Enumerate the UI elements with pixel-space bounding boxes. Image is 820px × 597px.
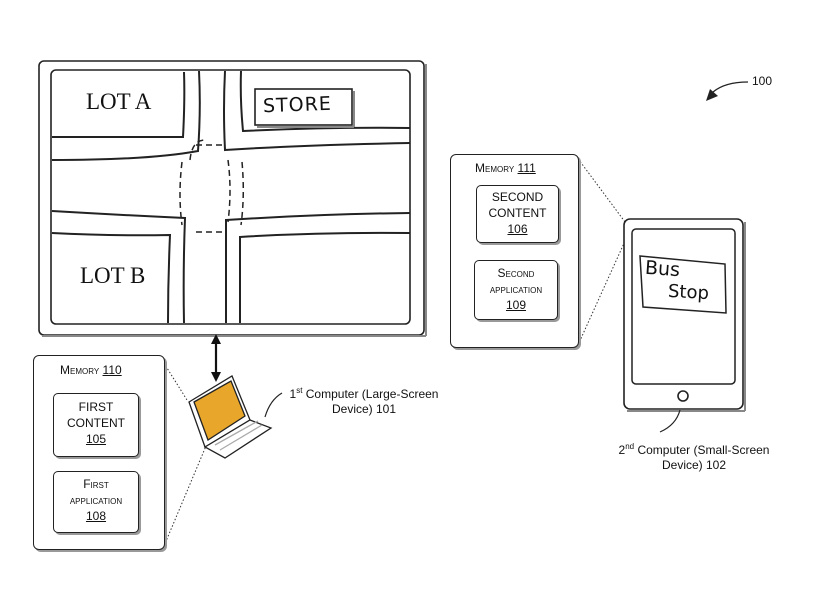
lot-a-label: LOT A: [86, 89, 152, 114]
second-content-ref: 106: [507, 222, 528, 236]
memory-110-box: Memory 110 FIRST CONTENT 105 First appli…: [33, 355, 165, 550]
stop-text: Stop: [667, 280, 710, 305]
memory-110-title: Memory 110: [60, 363, 122, 377]
first-content-line1: FIRST: [78, 400, 114, 414]
first-content-ref: 105: [85, 432, 107, 446]
first-content-box: FIRST CONTENT 105: [53, 393, 139, 457]
memory-111-title: Memory 111: [475, 161, 536, 175]
second-application-ref: 109: [505, 298, 527, 312]
first-application-ref: 108: [85, 509, 107, 523]
first-application-line1: First: [83, 477, 109, 491]
second-content-line1: SECOND: [491, 190, 544, 204]
lot-b-label: LOT B: [80, 263, 146, 288]
second-computer-label: 2nd Computer (Small-Screen Device) 102: [618, 442, 770, 472]
second-content-line2: CONTENT: [488, 206, 547, 220]
memory-111-box: Memory 111 SECOND CONTENT 106 Second app…: [450, 154, 579, 348]
first-application-line2: application: [69, 493, 123, 507]
second-application-box: Second application 109: [474, 260, 558, 320]
second-application-line1: Second: [497, 266, 535, 280]
first-computer-label: 1st Computer (Large-Screen Device) 101: [289, 386, 439, 416]
second-application-line2: application: [489, 282, 543, 296]
second-content-box: SECOND CONTENT 106: [476, 185, 559, 243]
bus-text: Bus: [644, 256, 681, 282]
figure-ref-100: 100: [752, 74, 773, 88]
first-content-line2: CONTENT: [67, 416, 125, 430]
first-application-box: First application 108: [53, 471, 139, 533]
store-sign-text: STORE: [262, 92, 333, 118]
